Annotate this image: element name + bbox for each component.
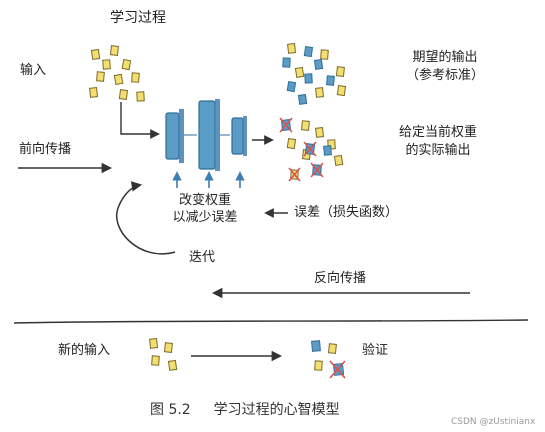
input-notes <box>89 45 145 102</box>
new-input-label: 新的输入 <box>58 343 111 358</box>
figure-caption: 图 5.2 学习过程的心智模型 <box>150 402 340 418</box>
backward-label: 反向传播 <box>314 271 367 286</box>
adjust-weights-line1: 改变权重 <box>178 193 231 208</box>
actual-output-line1: 给定当前权重 <box>398 125 477 140</box>
verify-error-mark <box>329 360 346 379</box>
title: 学习过程 <box>110 10 166 26</box>
expected-output-notes <box>282 43 347 105</box>
figure-number: 图 5.2 <box>150 402 191 418</box>
verification-notes <box>311 340 346 379</box>
error-marks <box>279 117 324 182</box>
error-label: 误差（损失函数） <box>294 205 399 220</box>
weight-update-arrows <box>172 171 245 188</box>
expected-output-line2: （参考标准） <box>405 68 484 83</box>
actual-output-line2: 的实际输出 <box>405 143 471 158</box>
input-label: 输入 <box>20 63 47 78</box>
forward-label: 前向传播 <box>19 142 72 157</box>
verify-label: 验证 <box>362 343 389 358</box>
iterate-label: 迭代 <box>189 250 216 265</box>
actual-output-notes <box>279 117 344 182</box>
watermark: CSDN @zUstinianx <box>451 417 536 427</box>
figure-title: 学习过程的心智模型 <box>213 402 340 418</box>
section-divider <box>13 319 529 324</box>
new-input-notes <box>149 338 178 371</box>
network-layers <box>165 99 247 171</box>
expected-output-line1: 期望的输出 <box>412 50 478 65</box>
adjust-weights-line2: 以减少误差 <box>172 210 238 225</box>
